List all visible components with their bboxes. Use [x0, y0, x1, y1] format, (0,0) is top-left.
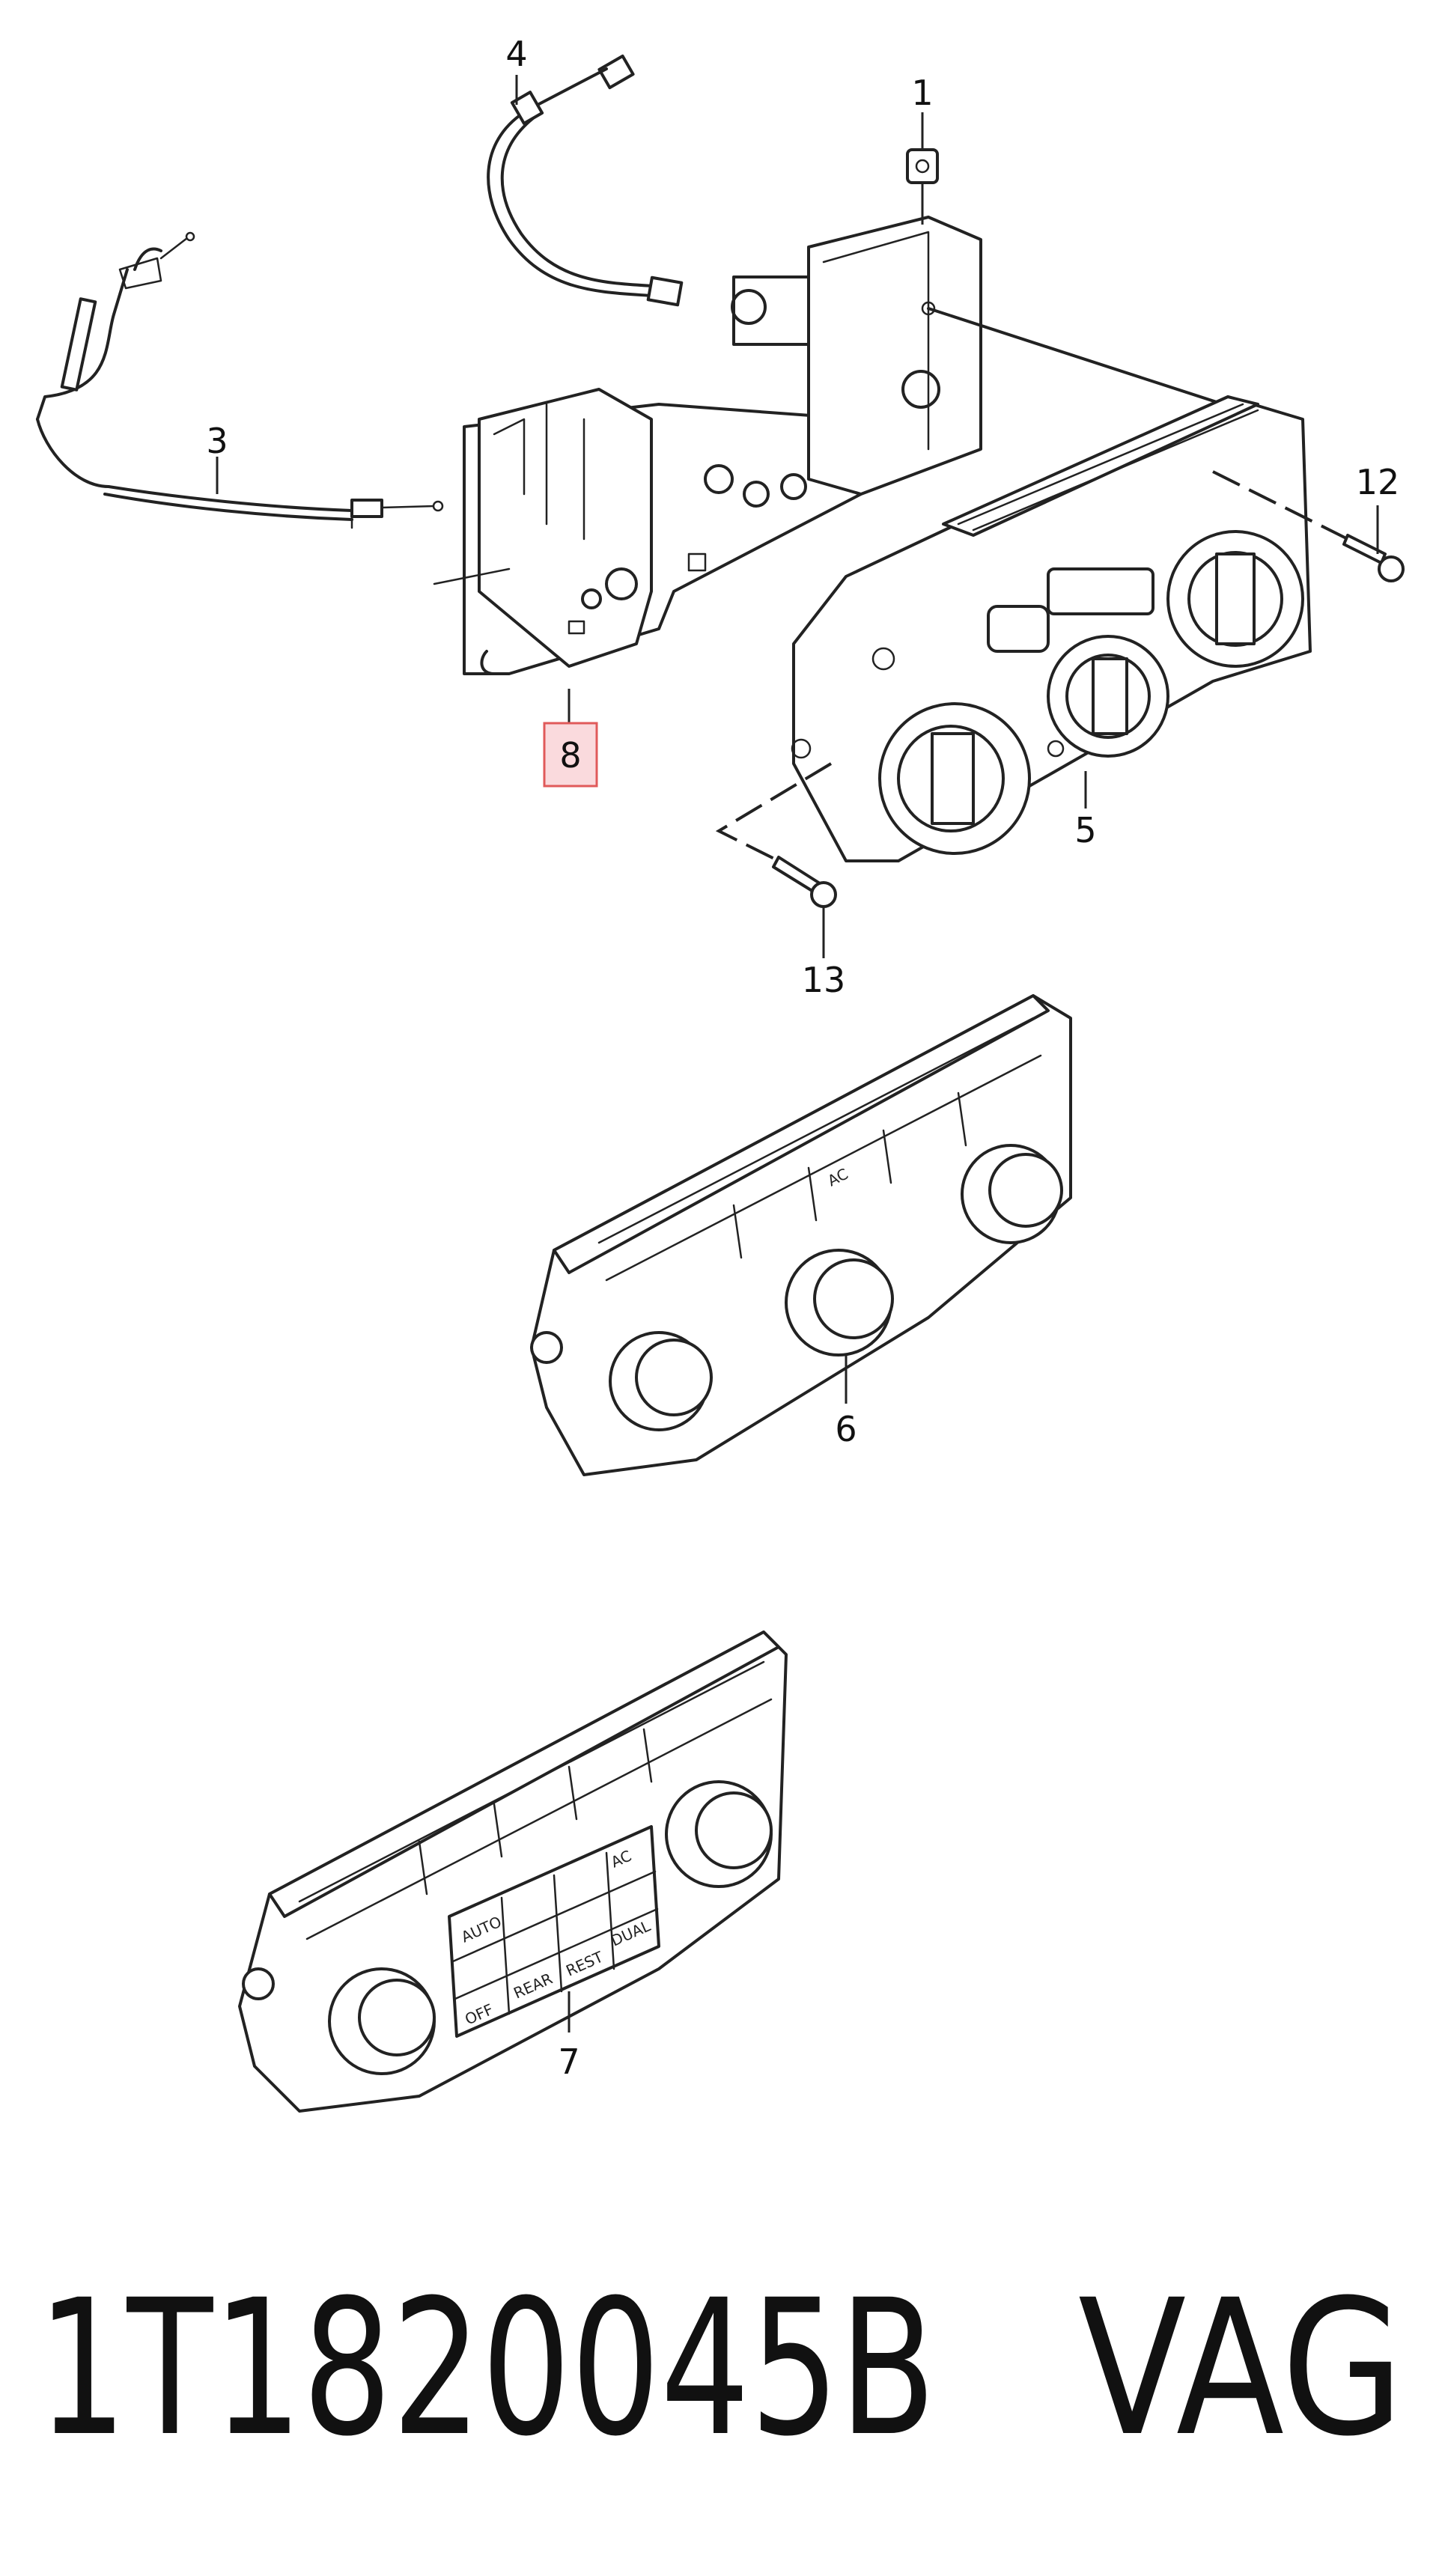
- part-7-control-unit: AUTO OFF REAR REST DUAL AC: [238, 1630, 788, 2113]
- callout-12: 12: [1356, 462, 1400, 502]
- callout-7: 7: [558, 2041, 579, 2082]
- top-button-strip: [298, 1660, 773, 1940]
- part-number: 1T1820045B: [37, 2259, 936, 2477]
- callout-8-highlight-box: [543, 722, 598, 788]
- callout-4: 4: [505, 34, 527, 74]
- footer: 1T1820045B VAG: [37, 2259, 1404, 2477]
- vent-ribs: [957, 403, 1259, 532]
- part-4-flex-shaft: [487, 54, 684, 307]
- part-13-screw: [715, 762, 837, 908]
- callout-1: 1: [911, 73, 933, 113]
- callout-13: 13: [802, 960, 846, 1000]
- callout-6: 6: [835, 1409, 857, 1449]
- part-8-housing: [433, 216, 1274, 675]
- brand-name: VAG: [1078, 2259, 1404, 2477]
- part-6-control-unit: AC: [530, 994, 1072, 1476]
- part-1-clip: [906, 148, 939, 184]
- button-strip: [597, 1017, 1042, 1282]
- part-3-cable: [36, 231, 444, 529]
- callout-5: 5: [1074, 810, 1096, 850]
- part-12-screw: [1212, 470, 1405, 582]
- part-5-control-unit: [791, 395, 1312, 862]
- center-button-grid: AUTO OFF REAR REST DUAL AC: [448, 1825, 660, 2038]
- callout-3: 3: [206, 421, 228, 461]
- callout-8: 8: [559, 735, 581, 776]
- leader-lines: [216, 75, 1379, 2033]
- callout-labels: 4 1 3 12 5 13 6 7 8: [206, 34, 1399, 2082]
